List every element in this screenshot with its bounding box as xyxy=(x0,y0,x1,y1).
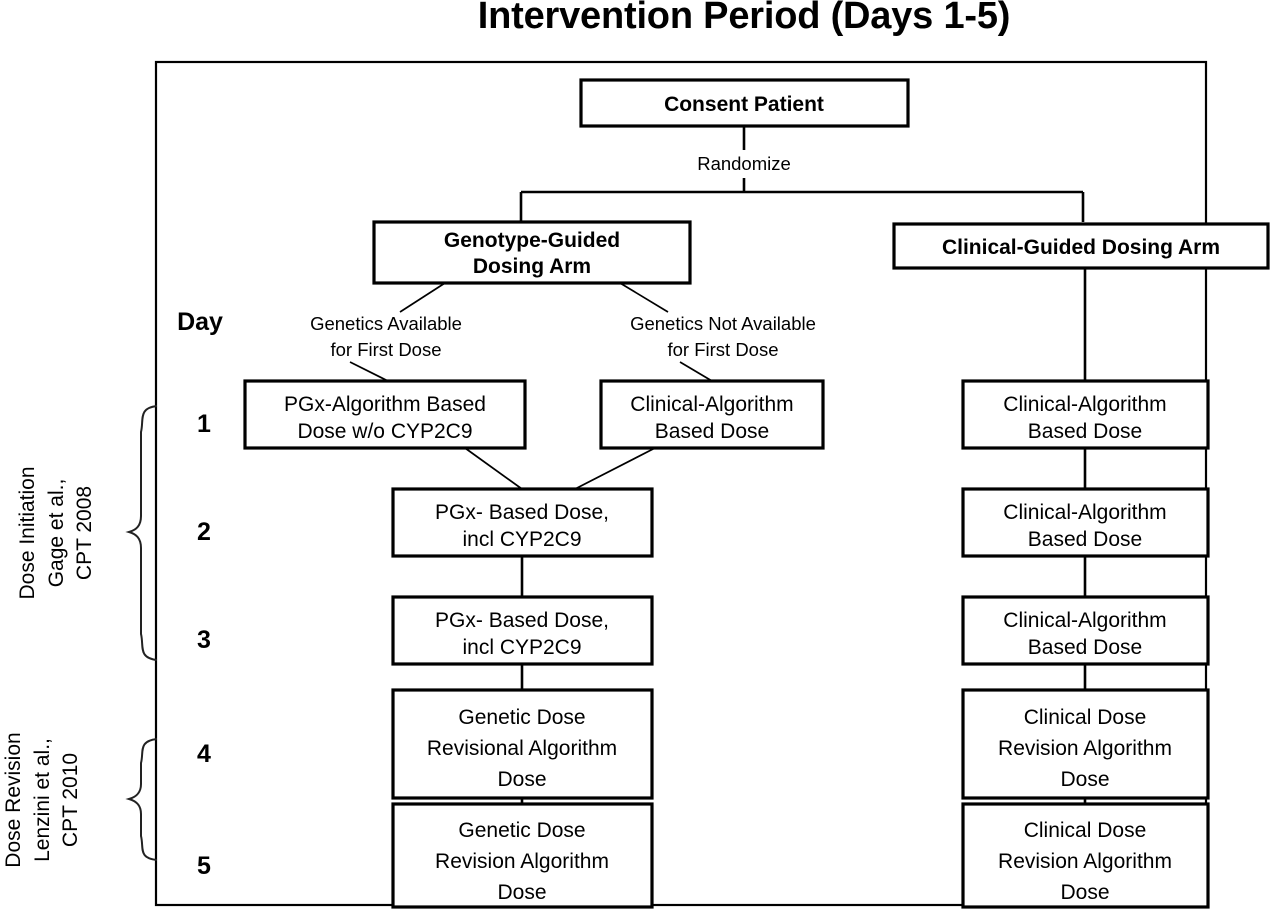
clinical-algorithm-day1-box[interactable] xyxy=(599,379,825,450)
right-day5-line3: Dose xyxy=(1060,881,1109,904)
right-day3-line2: Based Dose xyxy=(1028,636,1142,659)
pgx-algorithm-day1-line2: Dose w/o CYP2C9 xyxy=(297,420,472,443)
genetic-dose-day4-line3: Dose xyxy=(497,768,546,791)
connector-clinalg-day1-to-day2 xyxy=(574,447,656,490)
side-label-initiation-line3: CPT 2008 xyxy=(73,486,96,580)
connector-pgx-day1-to-day2 xyxy=(464,447,523,490)
genetics-not-available-label-line1: Genetics Not Available xyxy=(630,313,816,334)
brace-dose-revision xyxy=(125,738,158,861)
diagram-frame xyxy=(154,60,1208,907)
genetic-dose-revisional-day4-box[interactable] xyxy=(391,688,654,800)
genetic-dose-day4-line2: Revisional Algorithm xyxy=(427,737,617,760)
right-day4-line2: Revision Algorithm xyxy=(998,737,1172,760)
right-day5-line2: Revision Algorithm xyxy=(998,850,1172,873)
pgx-based-dose-day2-line2: incl CYP2C9 xyxy=(462,528,581,551)
genetic-dose-revision-day5-box[interactable] xyxy=(391,802,654,909)
clinical-algorithm-day1-line2: Based Dose xyxy=(655,420,769,443)
day-number-1: 1 xyxy=(197,410,211,438)
pgx-algorithm-day1-box[interactable] xyxy=(243,379,527,450)
page-title: Intervention Period (Days 1-5) xyxy=(478,0,1010,37)
connector-genotype-to-not-available xyxy=(619,282,669,313)
right-day5-line1: Clinical Dose xyxy=(1024,819,1147,842)
side-label-initiation-line1: Dose Initiation xyxy=(16,466,39,599)
side-label-revision-line2: Lenzini et al., xyxy=(31,738,54,862)
side-label-initiation-line2: Gage et al., xyxy=(45,479,68,588)
day-column-header: Day xyxy=(177,308,223,336)
genotype-guided-arm-label-line2: Dosing Arm xyxy=(473,255,591,278)
clinical-guided-arm-label: Clinical-Guided Dosing Arm xyxy=(942,236,1220,259)
pgx-based-dose-day2-line1: PGx- Based Dose, xyxy=(435,501,609,524)
right-day3-line1: Clinical-Algorithm xyxy=(1003,609,1166,632)
day-number-5: 5 xyxy=(197,852,211,880)
pgx-based-dose-day3-line1: PGx- Based Dose, xyxy=(435,609,609,632)
right-day2-line1: Clinical-Algorithm xyxy=(1003,501,1166,524)
clinical-algorithm-day1-line1: Clinical-Algorithm xyxy=(630,393,793,416)
right-day1-line1: Clinical-Algorithm xyxy=(1003,393,1166,416)
pgx-based-dose-day2-box[interactable] xyxy=(391,487,654,558)
clinical-dose-revision-day5-box[interactable] xyxy=(961,802,1210,909)
genetics-available-label-line1: Genetics Available xyxy=(310,313,462,334)
day-number-4: 4 xyxy=(197,740,211,768)
genetic-dose-day5-line1: Genetic Dose xyxy=(458,819,585,842)
genetic-dose-day5-line2: Revision Algorithm xyxy=(435,850,609,873)
side-label-dose-initiation-group: Dose Initiation Gage et al., CPT 2008 xyxy=(16,466,96,599)
side-label-dose-revision-group: Dose Revision Lenzini et al., CPT 2010 xyxy=(2,732,82,867)
brace-dose-initiation xyxy=(125,405,158,661)
clinical-dose-revision-day4-box[interactable] xyxy=(961,688,1210,800)
genetic-dose-day4-line1: Genetic Dose xyxy=(458,706,585,729)
genetics-not-available-label-line2: for First Dose xyxy=(667,339,778,360)
connector-available-to-pgx-day1 xyxy=(349,361,389,382)
day-number-3: 3 xyxy=(197,626,211,654)
genotype-guided-arm-label-line1: Genotype-Guided xyxy=(444,229,620,252)
genotype-guided-arm-box[interactable] xyxy=(372,220,692,285)
connector-genotype-to-available xyxy=(399,282,446,313)
consent-patient-label: Consent Patient xyxy=(664,93,824,116)
right-day4-line1: Clinical Dose xyxy=(1024,706,1147,729)
clinical-algorithm-right-day2-box[interactable] xyxy=(961,487,1210,558)
pgx-based-dose-day3-line2: incl CYP2C9 xyxy=(462,636,581,659)
pgx-algorithm-day1-line1: PGx-Algorithm Based xyxy=(284,393,486,416)
side-label-revision-line1: Dose Revision xyxy=(2,732,25,867)
day-number-2: 2 xyxy=(197,518,211,546)
genetics-available-label-line2: for First Dose xyxy=(330,339,441,360)
pgx-based-dose-day3-box[interactable] xyxy=(391,595,654,666)
genetic-dose-day5-line3: Dose xyxy=(497,881,546,904)
right-day1-line2: Based Dose xyxy=(1028,420,1142,443)
randomize-label: Randomize xyxy=(697,153,791,174)
right-day2-line2: Based Dose xyxy=(1028,528,1142,551)
clinical-guided-arm-box[interactable] xyxy=(892,222,1270,270)
right-day4-line3: Dose xyxy=(1060,768,1109,791)
side-label-revision-line3: CPT 2010 xyxy=(59,753,82,847)
connector-not-available-to-clinalg-day1 xyxy=(679,361,713,382)
